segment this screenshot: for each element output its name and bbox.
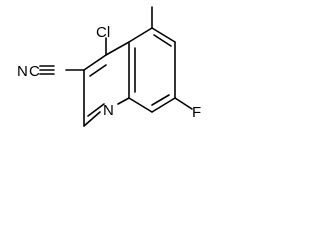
bond-c7-f: [174, 97, 193, 110]
fluorine-atom-label: F: [192, 104, 201, 121]
quinoline-structure-diagram: Cl N N C F: [17, 6, 201, 127]
ring-nitrogen-atom-label: N: [103, 102, 114, 119]
bond-c7-c8: [151, 97, 176, 113]
bond-n1-c2: [83, 111, 101, 127]
bond-c8a-n1: [117, 97, 130, 105]
bond-c3-c4: [83, 54, 107, 71]
bond-c3-c4-inner: [89, 64, 107, 77]
nitrile-nitrogen-atom-label: N: [17, 63, 28, 80]
bond-c4a-c5: [128, 27, 153, 43]
bond-c4-c4a: [105, 41, 130, 56]
chlorine-atom-label: Cl: [96, 24, 110, 41]
nitrile-carbon-atom-label: C: [29, 63, 40, 80]
bond-c5-c6: [151, 27, 176, 43]
bond-c5-c6-inner: [153, 34, 172, 47]
bond-c8-c8a: [128, 97, 153, 113]
bond-n1-c2-inner: [87, 103, 105, 117]
bond-c7-c8-inner: [151, 94, 170, 106]
